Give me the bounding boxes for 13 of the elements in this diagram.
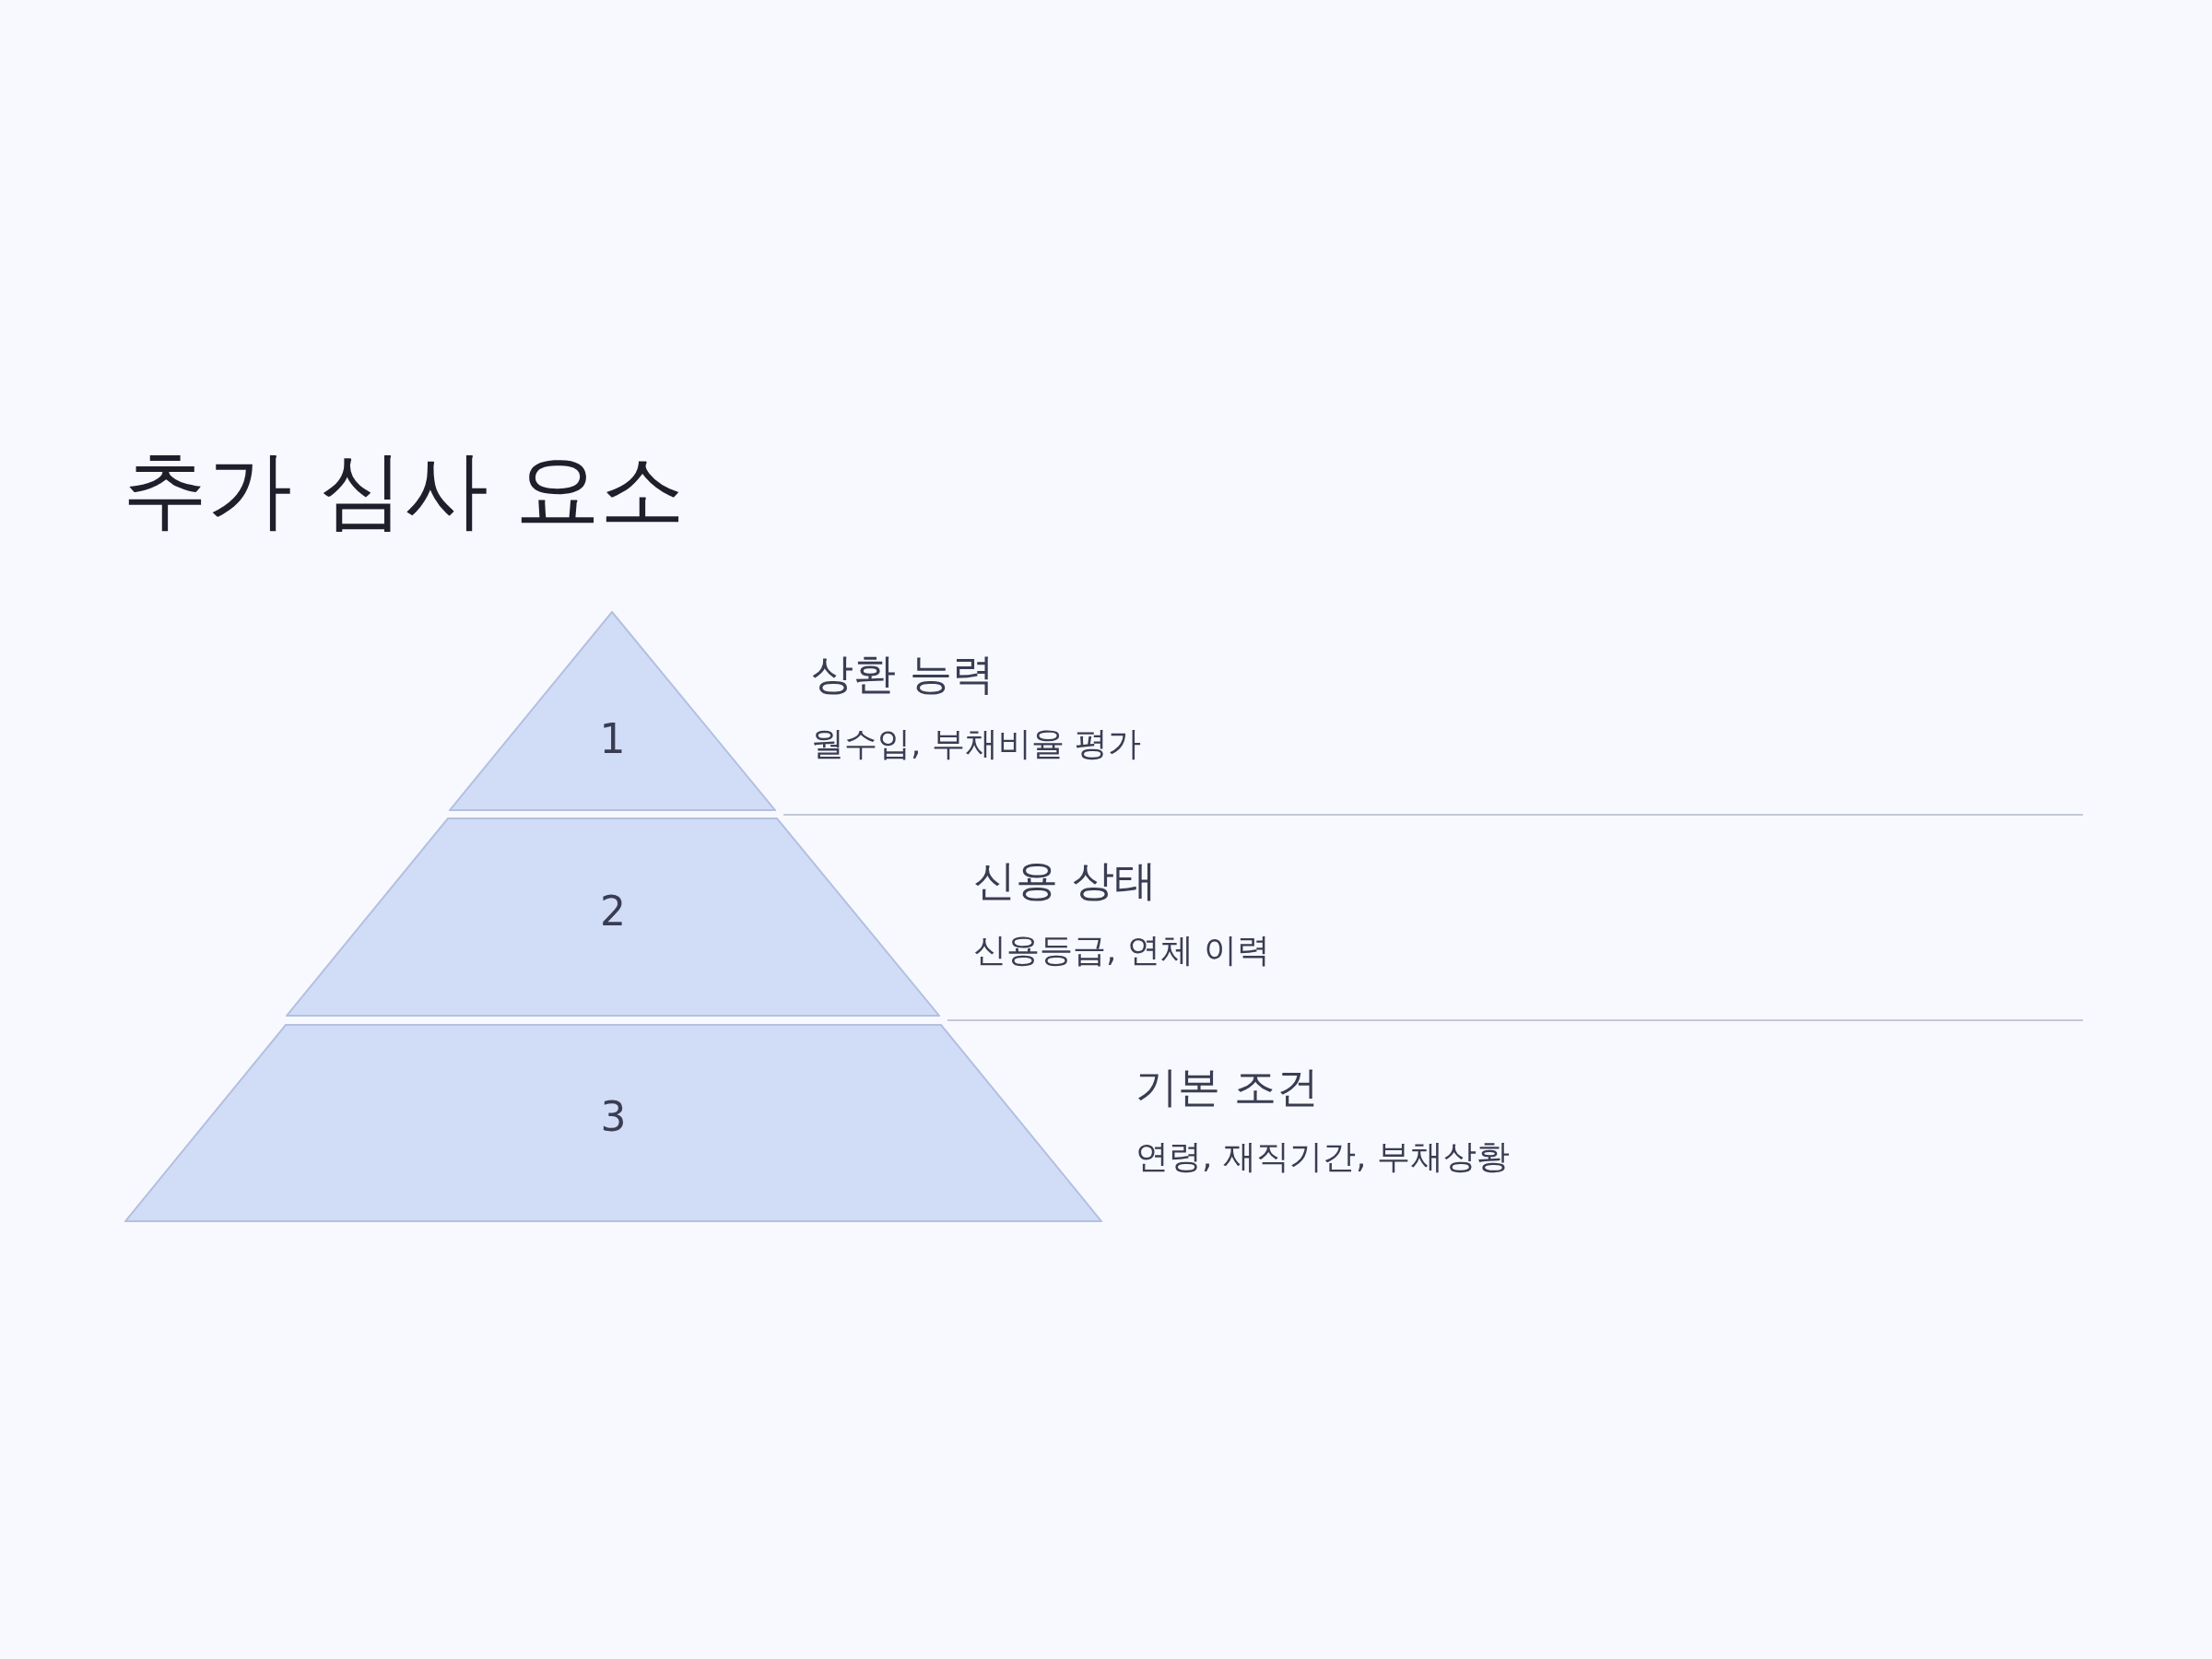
tier-heading: 상환 능력 [811, 648, 994, 700]
tier-heading: 기본 조건 [1135, 1061, 1319, 1113]
pyramid-tier [124, 1024, 1102, 1222]
page-title: 추가 심사 요소 [123, 440, 686, 541]
tier-description: 월수입, 부채비율 평가 [811, 724, 1142, 764]
tier-number: 2 [599, 887, 627, 935]
tier-heading: 신용 상태 [973, 854, 1157, 907]
pyramid-top-triangle [449, 611, 776, 811]
tier-description: 신용등급, 연체 이력 [973, 930, 1271, 971]
tier-number: 3 [599, 1093, 628, 1141]
tier-description: 연령, 재직기간, 부채상황 [1135, 1136, 1510, 1177]
tier-number: 1 [598, 714, 627, 762]
pyramid-tier [286, 818, 940, 1017]
